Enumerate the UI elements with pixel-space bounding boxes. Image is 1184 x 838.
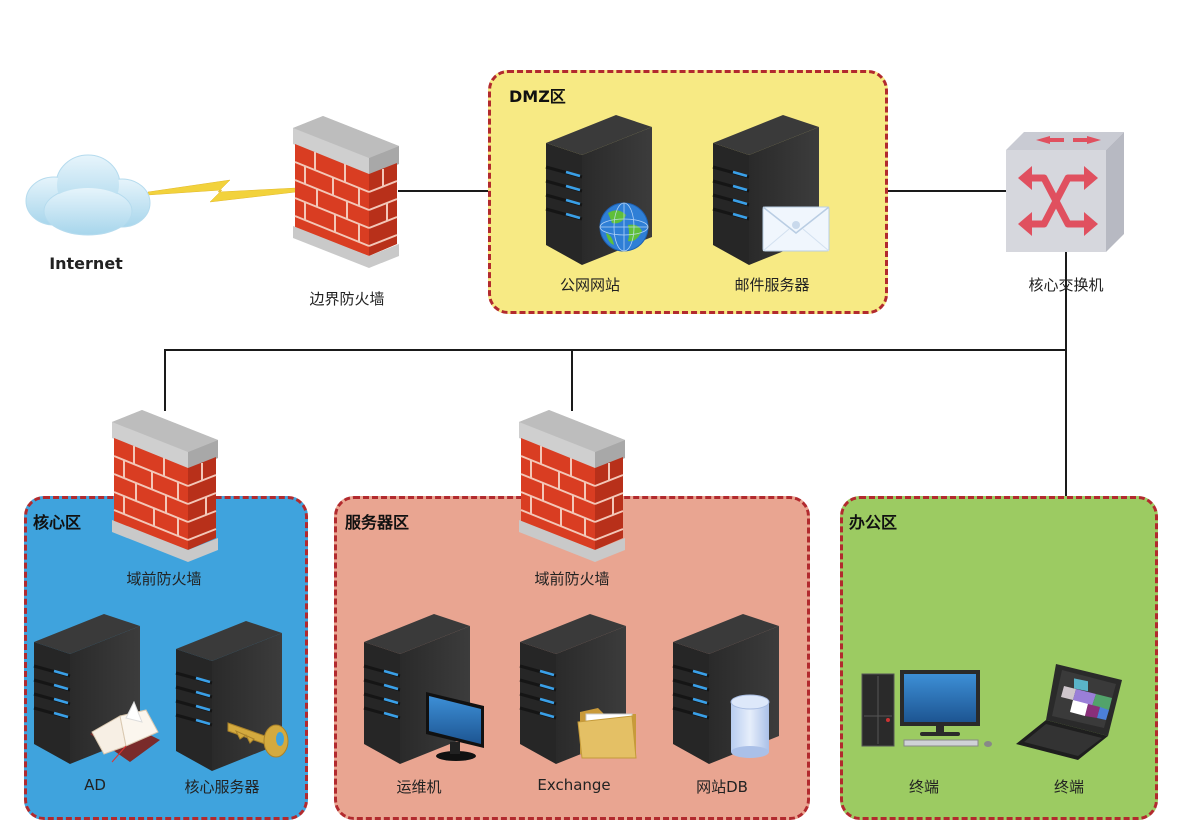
core-switch-node[interactable] [1006,132,1126,261]
server-folder-icon [518,612,637,766]
server-zone-firewall[interactable] [518,409,627,569]
dmz-server-mail[interactable] [711,113,833,269]
server-website-db[interactable] [671,612,798,768]
server-zone-title: 服务器区 [345,513,410,532]
server-book-icon [32,612,160,766]
laptop-icon [1016,664,1122,760]
desktop-pc-icon [861,670,992,747]
link-bus-core-drop [164,349,166,411]
dmz-zone-title: DMZ区 [509,87,566,106]
office-desktop-terminal[interactable] [860,668,1000,762]
server-monitor-icon [362,612,484,766]
dmz-server-public-website[interactable] [544,113,661,269]
server-key-icon [174,619,289,773]
office-zone: 办公区 [840,496,1158,820]
lightning-link [147,179,297,203]
link-bus-horizontal [164,349,1067,351]
server-zone-firewall-label: 域前防火墙 [534,570,610,588]
firewall-icon [111,409,219,563]
internet-node[interactable] [22,145,154,245]
server-globe-icon [544,113,654,267]
core-zone-firewall-label: 域前防火墙 [126,570,202,588]
link-dmz-switch [888,190,1008,192]
server-exchange[interactable] [518,612,645,768]
link-firewall-dmz [398,190,488,192]
switch-icon [1006,132,1124,252]
office-laptop-terminal[interactable] [1016,660,1128,764]
link-switch-trunk-vertical [1065,250,1067,498]
server-node-label-2: Exchange [537,776,611,794]
core-node-label-1: AD [84,776,106,794]
border-firewall-label: 边界防火墙 [309,290,385,308]
core-zone-firewall[interactable] [111,409,220,569]
border-firewall-node[interactable] [292,115,401,275]
dmz-node-label-1: 公网网站 [559,276,621,294]
core-zone-title: 核心区 [33,513,82,532]
core-switch-label: 核心交换机 [1028,276,1104,294]
server-node-label-1: 运维机 [396,778,442,796]
firewall-icon [518,409,626,563]
core-server-ad[interactable] [32,612,164,768]
core-node-label-2: 核心服务器 [184,778,260,796]
firewall-icon [292,115,400,269]
link-bus-server-drop [571,349,573,411]
core-server-key[interactable] [174,619,296,775]
dmz-node-label-2: 邮件服务器 [734,276,810,294]
server-ops-machine[interactable] [362,612,489,768]
office-node-label-1: 终端 [908,778,940,796]
internet-label: Internet [49,254,123,273]
office-zone-title: 办公区 [849,513,898,532]
server-node-label-3: 网站DB [696,778,748,796]
cloud-icon [25,154,151,236]
office-node-label-2: 终端 [1053,778,1085,796]
server-mail-icon [711,113,830,267]
server-database-icon [671,612,781,766]
